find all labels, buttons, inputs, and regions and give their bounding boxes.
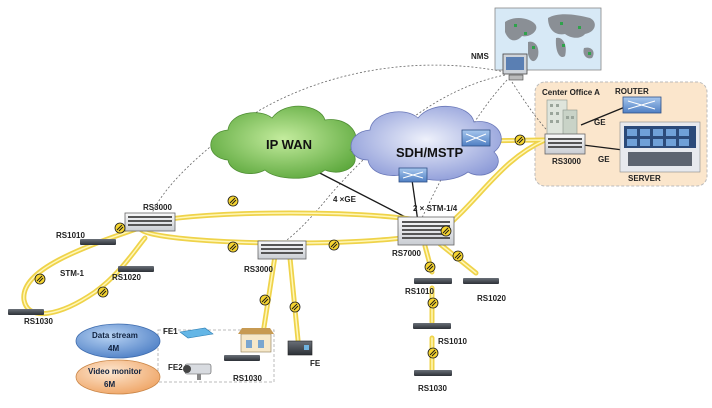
fiber-marker-stripe	[442, 227, 450, 235]
fiber-marker-icon	[34, 273, 46, 285]
rs1020-right-label: RS1020	[477, 294, 506, 303]
datastream-bubble: Data stream 4M	[75, 323, 161, 359]
video-label: Video monitor	[88, 367, 142, 376]
fiber-marker-stripe	[116, 224, 124, 232]
video-bubble: Video monitor 6M	[75, 359, 161, 395]
storefront-icon	[238, 328, 274, 353]
server-label: SERVER	[628, 174, 661, 183]
sdh-mstp-label: SDH/MSTP	[396, 145, 464, 160]
router-label: ROUTER	[615, 87, 649, 96]
rs1020-right-device	[463, 278, 499, 284]
stm1-label: STM-1	[60, 269, 85, 278]
server-room-icon	[619, 121, 701, 173]
ip-wan-label: IP WAN	[266, 137, 312, 152]
rs1010-right2-device	[413, 323, 451, 329]
rs1030-right-device	[414, 370, 452, 376]
rs1010-right2-label: RS1010	[438, 337, 467, 346]
datastream-label: Data stream	[92, 331, 138, 340]
rs3000-mid-device	[257, 240, 307, 260]
router-icon	[622, 96, 662, 114]
camera-icon	[183, 363, 212, 380]
sdh-edge-switch-icon	[398, 167, 428, 183]
nms-label: NMS	[471, 52, 489, 61]
fiber-marker-stripe	[516, 136, 524, 144]
datastream-rate: 4M	[108, 344, 119, 353]
rs1010-left-device	[80, 239, 116, 245]
fiber-marker-stripe	[429, 299, 437, 307]
rs3000-office-device	[544, 133, 586, 155]
nms-management-links	[149, 64, 556, 249]
rs1010-right1-device	[414, 278, 452, 284]
link-4ge-label: 4 ×GE	[333, 195, 357, 204]
fe1-switch-icon	[179, 327, 214, 339]
fiber-marker-stripe	[454, 252, 462, 260]
fiber-marker-stripe	[36, 275, 44, 283]
rs3000-mid-label: RS3000	[244, 265, 273, 274]
rs1020-left-device	[118, 266, 154, 272]
video-rate: 6M	[104, 380, 115, 389]
center-office-label: Center Office A	[542, 88, 600, 97]
sdh-mstp-cloud: SDH/MSTP	[350, 105, 502, 183]
fiber-marker-stripe	[99, 288, 107, 296]
rs3000-office-label: RS3000	[552, 157, 581, 166]
fiber-marker-stripe	[229, 243, 237, 251]
fiber-marker-icon	[227, 241, 239, 253]
fiber-marker-icon	[97, 286, 109, 298]
fe-label: FE	[310, 359, 321, 368]
rs1010-left-label: RS1010	[56, 231, 85, 240]
fiber-marker-icon	[424, 261, 436, 273]
fiber-marker-stripe	[429, 349, 437, 357]
fe1-label: FE1	[163, 327, 178, 336]
ip-wan-cloud: IP WAN	[210, 105, 357, 179]
link-stm-label: 2 × STM-1/4	[413, 204, 458, 213]
fe-converter-device	[287, 340, 313, 356]
nms-computer-icon	[502, 53, 528, 81]
fiber-marker-icon	[514, 134, 526, 146]
fiber-marker-icon	[328, 239, 340, 251]
rs1030-left-label: RS1030	[24, 317, 53, 326]
fiber-marker-icon	[440, 225, 452, 237]
rs1030-bottom-label: RS1030	[233, 374, 262, 383]
rs3000-left-device	[124, 212, 176, 232]
sdh-switch-icon	[461, 129, 491, 147]
fiber-marker-stripe	[261, 296, 269, 304]
fiber-marker-icon	[289, 301, 301, 313]
fe2-label: FE2	[168, 363, 183, 372]
fiber-marker-stripe	[229, 197, 237, 205]
fiber-marker-icon	[427, 297, 439, 309]
fiber-marker-icon	[114, 222, 126, 234]
fiber-markers	[34, 134, 526, 359]
rs1030-left-device	[8, 309, 44, 315]
rs1030-bottom-device	[224, 355, 260, 361]
fiber-marker-stripe	[426, 263, 434, 271]
fiber-marker-icon	[452, 250, 464, 262]
rs1020-left-label: RS1020	[112, 273, 141, 282]
rs1030-right-label: RS1030	[418, 384, 447, 393]
rs7000-label: RS7000	[392, 249, 421, 258]
ge-label-bottom: GE	[598, 155, 610, 164]
rs3000-left-label: RS3000	[143, 203, 172, 212]
ge-label-top: GE	[594, 118, 606, 127]
fiber-marker-stripe	[330, 241, 338, 249]
fiber-marker-icon	[227, 195, 239, 207]
rs1010-right1-label: RS1010	[405, 287, 434, 296]
fiber-marker-icon	[427, 347, 439, 359]
office-building-icon	[546, 99, 578, 137]
fiber-marker-stripe	[291, 303, 299, 311]
fiber-marker-icon	[259, 294, 271, 306]
